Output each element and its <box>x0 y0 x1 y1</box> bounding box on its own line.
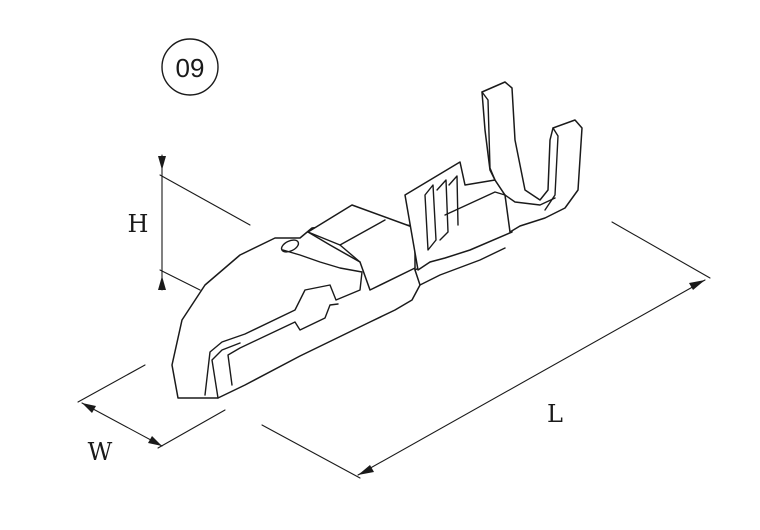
width-arrow-left <box>82 403 96 413</box>
height-extension-top <box>159 174 251 226</box>
top-block-edge <box>339 219 386 246</box>
height-arrow-top <box>158 156 166 170</box>
part-number-badge: 09 <box>161 38 219 96</box>
width-extension-left <box>77 364 146 403</box>
length-extension-right <box>611 221 711 279</box>
contact-slot-lip <box>211 342 241 399</box>
length-arrow-right <box>689 280 705 290</box>
latch-hole <box>280 239 300 253</box>
wire-crimp-front <box>444 191 506 216</box>
width-dimension: W <box>77 364 226 466</box>
height-arrow-bottom <box>158 276 166 290</box>
length-dimension-line <box>357 279 706 476</box>
terminal-top-block <box>307 204 416 291</box>
badge-number: 09 <box>176 53 205 83</box>
length-label: L <box>547 400 563 428</box>
insulation-crimp-inner <box>481 91 496 181</box>
length-dimension: L <box>261 221 711 479</box>
width-extension-right <box>157 409 226 449</box>
insulation-crimp <box>481 81 583 233</box>
top-block-edge-2 <box>307 231 361 263</box>
badge-circle <box>161 38 219 96</box>
insulation-crimp-inner-2 <box>544 127 559 211</box>
width-dimension-line <box>81 402 163 447</box>
width-arrow-right <box>148 436 162 446</box>
height-extension-bottom <box>159 269 201 291</box>
width-label: W <box>88 438 113 466</box>
contact-slot-inner <box>227 303 339 386</box>
wire-crimp-slot-2 <box>436 179 449 241</box>
wire-crimp-slot-1 <box>424 184 437 251</box>
length-extension-left <box>261 424 361 479</box>
height-dimension: H <box>128 154 251 291</box>
terminal-part <box>171 81 583 399</box>
contact-slot <box>204 249 363 396</box>
length-arrow-left <box>358 465 374 475</box>
height-label: H <box>128 210 149 238</box>
terminal-neck-lower <box>419 247 506 286</box>
insulation-crimp-base <box>504 194 556 206</box>
